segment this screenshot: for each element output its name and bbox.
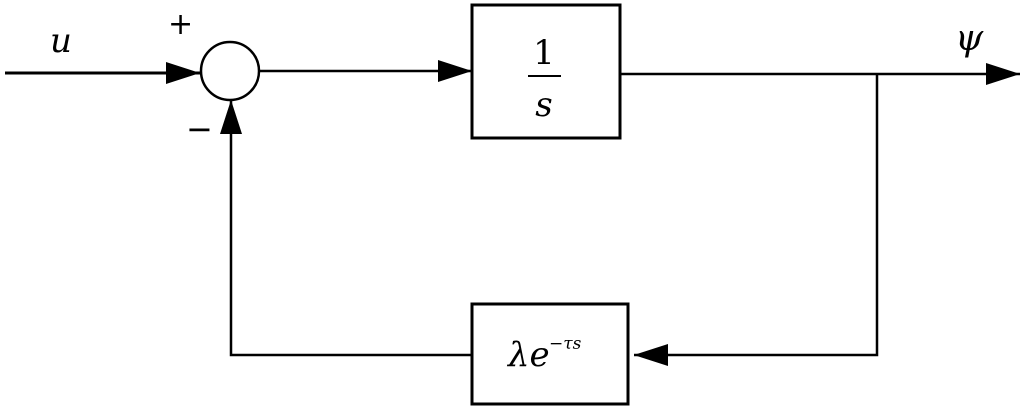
feedback-exponent: −τs	[549, 334, 582, 354]
input-label: u	[50, 21, 72, 61]
forward-denominator: s	[535, 85, 552, 125]
feedback-base: λe	[506, 335, 550, 375]
feedback-path-left	[220, 100, 472, 357]
summing-junction	[199, 40, 261, 102]
minus-sign: −	[186, 110, 213, 148]
plus-sign: +	[168, 7, 193, 42]
feedback-path-right	[634, 74, 879, 366]
output-label: ψ	[955, 18, 984, 59]
delay-gain-block	[470, 302, 630, 406]
integrator-block	[470, 3, 622, 140]
forward-numerator: 1	[533, 33, 555, 73]
